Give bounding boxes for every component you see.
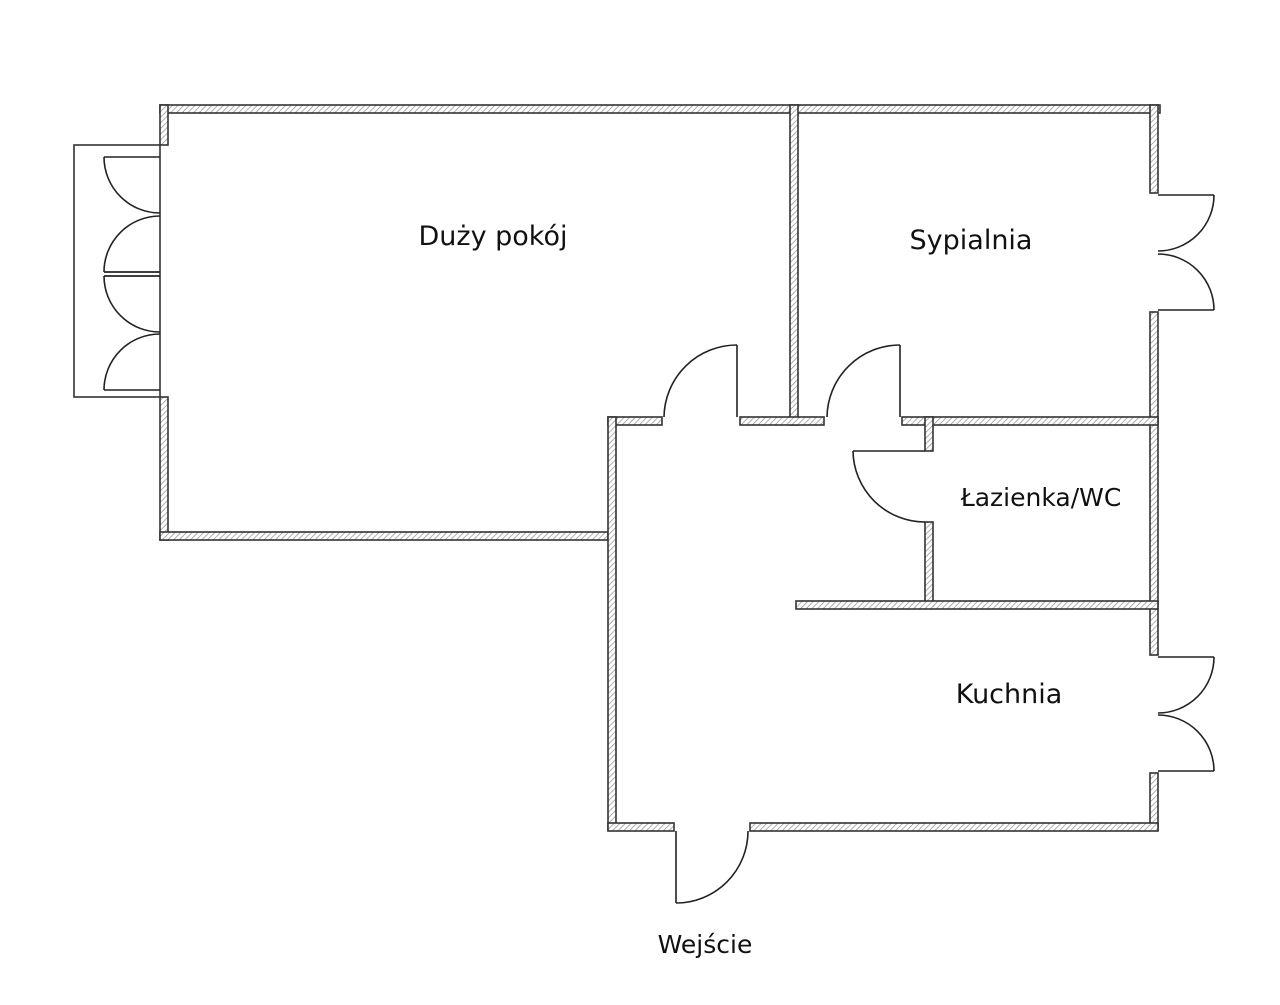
walls [159, 104, 1161, 832]
wall-bath-bottom [795, 600, 1159, 610]
kitchen-window [1157, 656, 1215, 772]
wall-living-bottom [159, 531, 609, 541]
wall-hall-top-2 [739, 416, 825, 426]
room-label-bathroom: Łazienka/WC [960, 483, 1122, 512]
wall-top [159, 104, 1161, 114]
wall-living-bedroom [789, 104, 799, 426]
wall-bottom-2 [749, 822, 1159, 832]
door-bathroom [852, 450, 926, 523]
wall-left-lower [159, 396, 169, 541]
bedroom-window [1157, 194, 1215, 311]
room-label-bedroom: Sypialnia [910, 225, 1033, 256]
door-bedroom [826, 344, 901, 418]
wall-hall-left [607, 416, 617, 831]
balcony-frame [73, 144, 161, 398]
wall-right-3 [1149, 772, 1159, 831]
wall-bath-left-lower [924, 521, 934, 609]
room-label-kitchen: Kuchnia [956, 679, 1063, 710]
wall-hall-top-3 [901, 416, 1159, 426]
entrance-label: Wejście [658, 930, 753, 959]
wall-right-1 [1149, 104, 1159, 194]
door-entrance [675, 830, 749, 904]
wall-left-upper [159, 104, 169, 146]
wall-bottom-1 [607, 822, 675, 832]
left-window [73, 144, 161, 398]
door-living-room [663, 344, 738, 418]
wall-bath-left-upper [924, 416, 934, 452]
room-label-living-room: Duży pokój [419, 221, 568, 252]
wall-right-2 [1149, 311, 1159, 656]
